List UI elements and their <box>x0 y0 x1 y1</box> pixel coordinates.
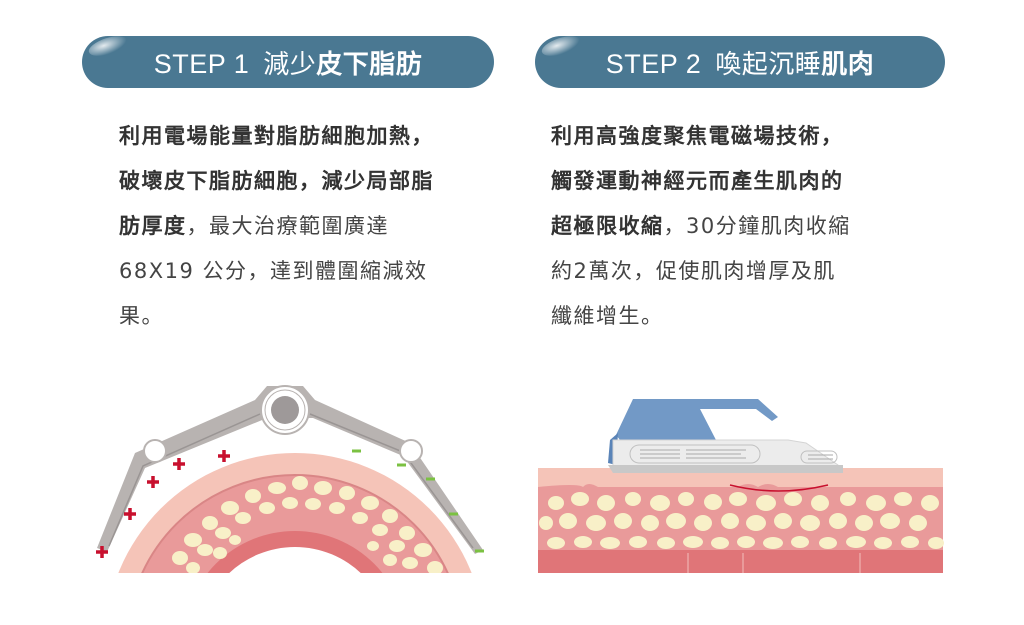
step-1-title: STEP 1 減少皮下脂肪 <box>154 44 423 81</box>
positive-charge-icon <box>96 450 230 558</box>
desc-line: ，最大治療範圍廣達 <box>186 214 389 238</box>
step-2-title-light: 喚起沉睡 <box>715 49 822 80</box>
desc-line: 約2萬次，促使肌肉增厚及肌 <box>551 259 836 283</box>
curved-applicator-fat-illustration <box>96 385 484 573</box>
step-1-description: 利用電場能量對脂肪細胞加熱， 破壞皮下脂肪細胞，減少局部脂 肪厚度，最大治療範圍… <box>119 114 489 339</box>
step-2-label: STEP 2 <box>605 48 702 79</box>
desc-line: 68X19 公分，達到體圍縮減效 <box>119 259 428 283</box>
desc-bold-phrase: 肪厚度 <box>119 214 187 238</box>
desc-line: 觸發運動神經元而產生肌肉的 <box>551 169 844 193</box>
step-1-title-bold: 皮下脂肪 <box>316 49 423 80</box>
step-2-title-bold: 肌肉 <box>821 49 875 80</box>
step-2-header-pill: STEP 2 喚起沉睡肌肉 <box>535 36 945 88</box>
step-2-title: STEP 2 喚起沉睡肌肉 <box>606 44 875 81</box>
desc-line: 纖維增生。 <box>551 304 664 328</box>
fat-cells-icon <box>172 476 443 573</box>
desc-line: 破壞皮下脂肪細胞，減少局部脂 <box>119 169 434 193</box>
flat-applicator-icon <box>608 399 843 473</box>
desc-line: 果。 <box>119 304 164 328</box>
applicator-arm-icon <box>97 386 483 554</box>
step-1-title-light: 減少 <box>263 49 317 80</box>
applicator-right-joint-icon <box>399 439 423 463</box>
desc-bold-phrase: 超極限收縮 <box>551 214 664 238</box>
fat-cells-icon <box>539 492 944 549</box>
desc-line: 利用電場能量對脂肪細胞加熱， <box>119 124 434 148</box>
step-1-label: STEP 1 <box>153 48 250 79</box>
desc-line: ，30分鐘肌肉收縮 <box>663 214 851 238</box>
step-2-description: 利用高強度聚焦電磁場技術， 觸發運動神經元而產生肌肉的 超極限收縮，30分鐘肌肉… <box>551 114 921 339</box>
desc-line: 利用高強度聚焦電磁場技術， <box>551 124 844 148</box>
applicator-left-joint-icon <box>143 439 167 463</box>
muscle-layer-icon <box>538 550 943 573</box>
step-1-header-pill: STEP 1 減少皮下脂肪 <box>82 36 494 88</box>
flat-applicator-muscle-illustration <box>538 399 944 573</box>
negative-charge-icon <box>352 449 484 553</box>
contraction-arc-icon <box>729 484 829 492</box>
